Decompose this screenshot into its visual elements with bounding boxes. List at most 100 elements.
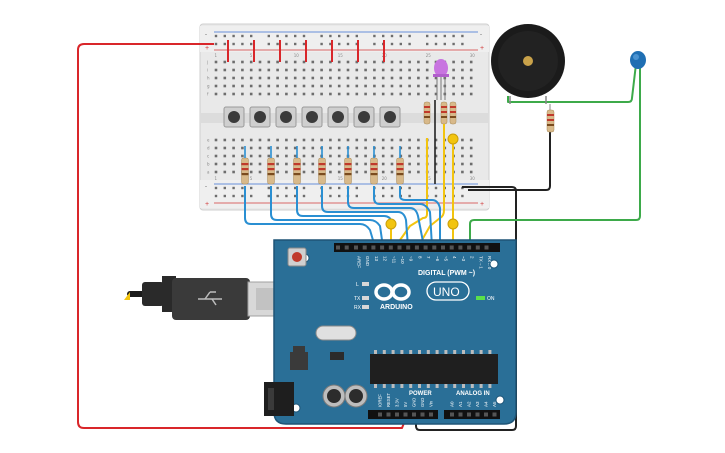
wire-button-7 [399,186,441,247]
pushbutton[interactable] [223,106,245,128]
row-letter: b [207,162,210,167]
row-letter: i [207,68,208,73]
pushbutton[interactable] [379,106,401,128]
svg-text:-: - [205,32,207,38]
digital-pin-label: TX→1 [478,256,483,269]
analog-pin-label: A4 [484,401,489,407]
wire-sensor-green [469,66,641,247]
resistor [241,157,249,185]
power-pin-label: RESET [386,393,391,407]
column-number: 1 [215,53,218,58]
column-number: 15 [338,53,344,58]
ceramic-sensor [630,51,646,69]
digital-pin-label: 7 [426,256,431,259]
digital-pin-label: AREF [357,256,362,268]
crystal [315,325,357,341]
atmega-chip [370,354,498,384]
pushbutton[interactable] [327,106,349,128]
analog-header [444,410,500,419]
row-letter: d [207,146,210,151]
button-resistors [241,157,404,185]
wire-5v-red [77,43,407,429]
wire-button-5 [347,186,425,248]
reset-button[interactable] [287,247,307,267]
digital-pin-label: ~6 [435,256,440,262]
wire-buzzer-green [507,63,637,103]
digital-label: DIGITAL (PWM ~) [418,270,475,277]
digital-pin-label: ~3 [461,256,466,262]
pushbutton[interactable] [301,106,323,128]
pushbutton[interactable] [249,106,271,128]
power-pin-label: Vin [429,400,434,407]
digital-pin-label: 13 [374,256,379,262]
column-number: 5 [250,176,253,181]
led-tx-label: TX [354,296,361,302]
svg-text:-: - [480,32,482,38]
resistor [267,157,275,185]
column-number: 20 [382,176,388,181]
resistor [293,157,301,185]
row-letter: h [207,76,210,81]
column-number: 25 [426,53,432,58]
digital-pin-label: RX←0 [487,256,492,270]
power-header [368,410,438,419]
power-pin-label: GND [412,398,417,407]
svg-text:+: + [480,201,484,208]
wire-led-yellow-1 [399,138,428,241]
pushbutton[interactable] [275,106,297,128]
digital-pin-label: 8 [417,256,422,259]
resistor [344,157,352,185]
buzzer-resistor [546,104,555,133]
wire-gnd-black [415,186,517,431]
power-pin-label: IOREF [378,394,383,407]
digital-pin-label: ~10 [400,256,405,264]
svg-text:-: - [205,184,207,190]
voltage-regulator [290,352,308,370]
wires [77,43,641,431]
column-number: 30 [470,53,476,58]
row-letter: f [207,92,209,97]
digital-pin-label: GND [365,256,370,267]
usb-icon [198,291,222,306]
analog-pin-label: A2 [467,401,472,407]
column-number: 25 [426,176,432,181]
column-number: 5 [250,53,253,58]
digital-pin-label: 12 [383,256,388,262]
pushbuttons [223,106,401,128]
led-rx-label: RX [354,305,362,311]
analog-pin-label: A3 [475,401,480,407]
column-number: 10 [294,53,300,58]
on-label: ON [487,296,495,302]
column-number: 1 [215,176,218,181]
model-label: UNO [433,285,460,299]
rail-jumpers [227,40,385,62]
analog-pin-label: A0 [450,401,455,407]
row-letter: a [207,170,210,175]
piezo-buzzer [491,24,565,104]
wire-button-2 [270,186,384,248]
svg-text:+: + [205,45,209,52]
bottom-pin-holes [378,412,497,417]
digital-pin-label: 2 [470,256,475,259]
resistor [370,157,378,185]
wire-button-4 [321,186,409,248]
power-pin-label: 5V [403,402,408,407]
digital-pin-label: ~9 [409,256,414,262]
svg-text:+: + [480,45,484,52]
wire-buzzer-gnd [468,132,551,191]
pushbutton[interactable] [353,106,375,128]
row-letter: j [206,60,208,65]
svg-text:+: + [205,201,209,208]
model-badge [426,281,470,301]
power-pin-label: 3.3V [395,398,400,407]
analog-label: ANALOG IN [456,391,490,397]
row-letter: e [207,138,210,143]
power-rail-top [200,26,489,52]
chip-pins [374,350,492,388]
column-number: 30 [470,176,476,181]
led-l-label: L [356,282,359,288]
rgb-led [433,59,449,100]
